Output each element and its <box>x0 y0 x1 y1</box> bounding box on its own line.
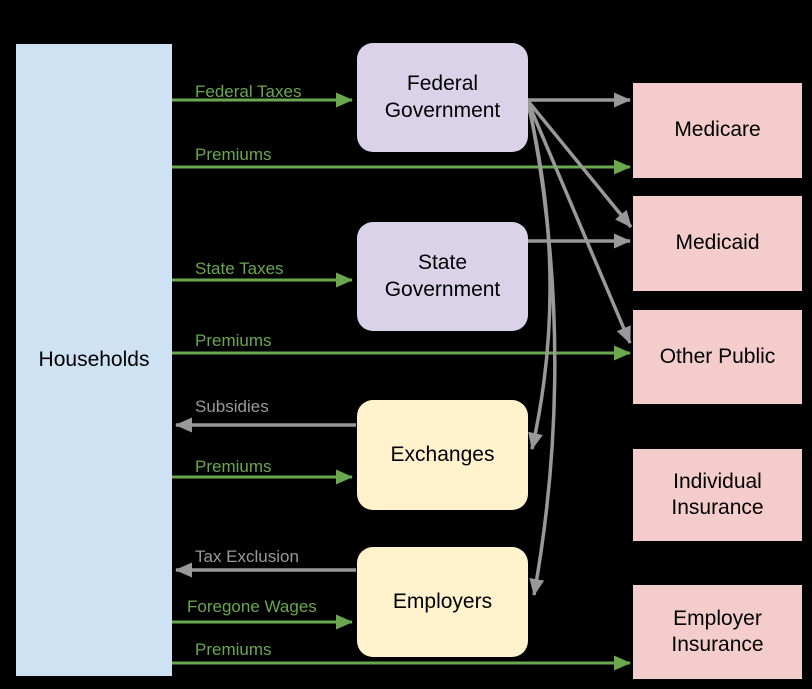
arrow-federal-to-other-public <box>526 101 632 344</box>
node-households-label: Households <box>38 347 150 371</box>
label-premiums-other-public: Premiums <box>195 331 272 350</box>
node-medicare-label: Medicare <box>674 118 761 142</box>
node-households: Households <box>16 44 172 676</box>
label-premiums-medicare: Premiums <box>195 145 272 164</box>
arrow-federal-to-employers <box>527 104 557 596</box>
node-federal-government-label: Federal Government <box>384 72 501 122</box>
node-medicaid: Medicaid <box>633 196 802 291</box>
node-exchanges-label: Exchanges <box>390 442 495 466</box>
label-federal-taxes: Federal Taxes <box>195 82 302 101</box>
node-federal-government: Federal Government <box>357 43 528 152</box>
node-medicare: Medicare <box>633 83 802 178</box>
node-medicaid-label: Medicaid <box>675 231 760 255</box>
label-premiums-exchanges: Premiums <box>195 457 272 476</box>
node-individual-insurance-label: Individual Insurance <box>671 469 764 519</box>
node-individual-insurance: Individual Insurance <box>633 449 802 541</box>
label-subsidies: Subsidies <box>195 397 269 416</box>
node-other-public-label: Other Public <box>659 344 776 368</box>
label-foregone-wages: Foregone Wages <box>187 597 317 616</box>
node-exchanges: Exchanges <box>357 400 528 510</box>
node-state-government: State Government <box>357 222 528 331</box>
label-premiums-employer-insurance: Premiums <box>195 640 272 659</box>
node-employer-insurance: Employer Insurance <box>633 585 802 679</box>
node-employers: Employers <box>357 547 528 657</box>
node-employer-insurance-label: Employer Insurance <box>671 606 764 656</box>
arrow-federal-to-medicaid <box>526 99 633 229</box>
label-state-taxes: State Taxes <box>195 259 284 278</box>
node-employers-label: Employers <box>392 589 493 613</box>
node-other-public: Other Public <box>633 310 802 404</box>
node-state-government-label: State Government <box>384 251 501 301</box>
label-tax-exclusion: Tax Exclusion <box>195 547 299 566</box>
